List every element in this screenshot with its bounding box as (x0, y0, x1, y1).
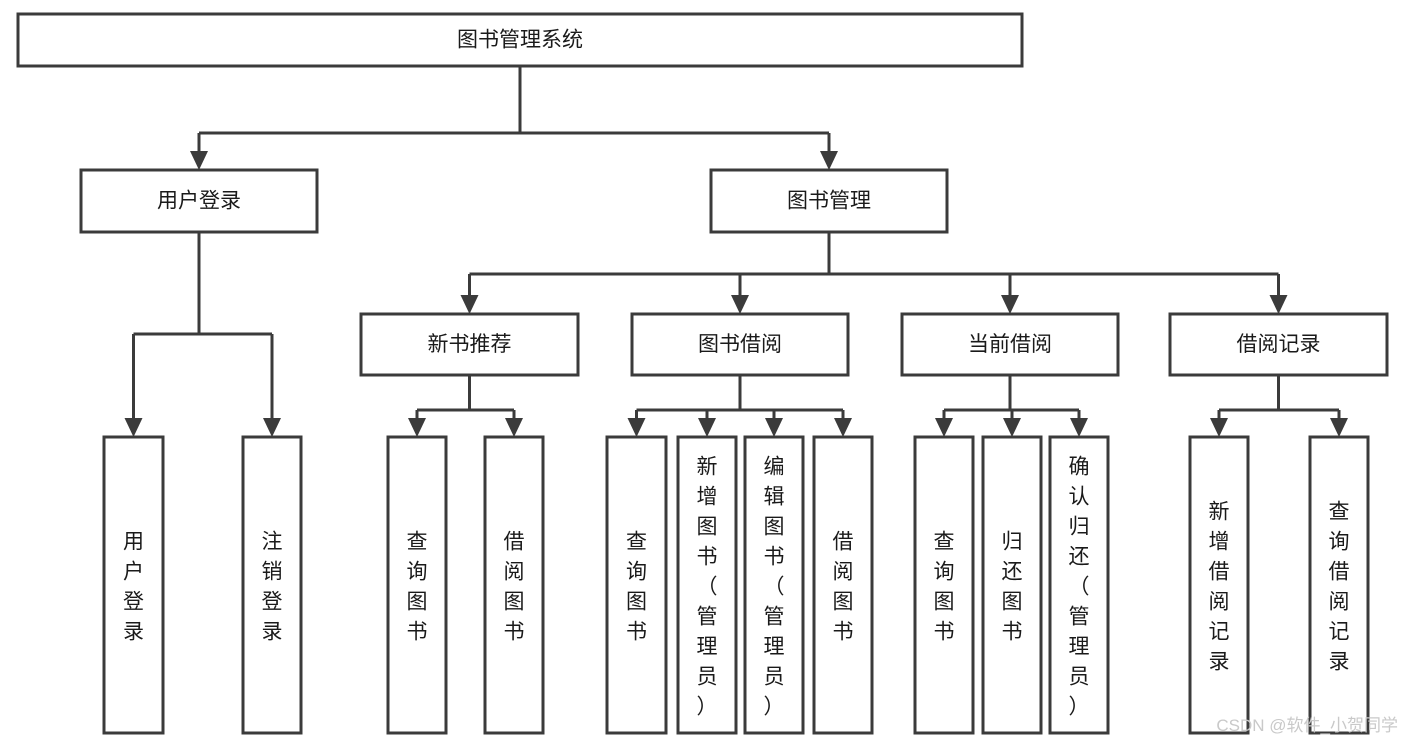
node-leaf-query-record[interactable]: 查询借阅记录 (1308, 435, 1370, 735)
node-leaf-add-book[interactable]: 新增图书（管理员） (676, 435, 738, 735)
node-label: 新增图书（管理员） (697, 455, 718, 718)
node-label: 当前借阅 (968, 333, 1052, 356)
node-label: 查询图书 (407, 530, 428, 643)
node-label: 借阅图书 (504, 530, 525, 643)
node-leaf-return-book[interactable]: 归还图书 (981, 435, 1043, 735)
csdn-watermark: CSDN @软件_小贺同学 (1216, 716, 1398, 735)
node-leaf-add-record[interactable]: 新增借阅记录 (1188, 435, 1250, 735)
node-label: 借阅图书 (833, 530, 854, 643)
node-label: 用户登录 (123, 530, 144, 643)
node-label: 确认归还（管理员） (1069, 455, 1090, 718)
node-label: 图书管理系统 (457, 29, 583, 52)
node-user-login[interactable]: 用户登录 (79, 168, 319, 234)
node-current-borrow[interactable]: 当前借阅 (900, 312, 1120, 377)
node-root[interactable]: 图书管理系统 (16, 12, 1024, 68)
node-leaf-query-book-2[interactable]: 查询图书 (605, 435, 668, 735)
node-label: 查询借阅记录 (1329, 500, 1350, 673)
node-book-manage[interactable]: 图书管理 (709, 168, 949, 234)
node-label: 查询图书 (934, 530, 955, 643)
node-leaf-borrow-book-1[interactable]: 借阅图书 (483, 435, 545, 735)
node-leaf-borrow-book-2[interactable]: 借阅图书 (812, 435, 874, 735)
node-label: 图书借阅 (698, 333, 782, 356)
node-leaf-edit-book[interactable]: 编辑图书（管理员） (743, 435, 805, 735)
node-leaf-logout[interactable]: 注销登录 (241, 435, 303, 735)
node-label: 用户登录 (157, 190, 241, 213)
node-leaf-query-book-3[interactable]: 查询图书 (913, 435, 975, 735)
connector-layer (124, 66, 1348, 437)
node-leaf-user-login[interactable]: 用户登录 (102, 435, 165, 735)
node-new-book-rec[interactable]: 新书推荐 (359, 312, 580, 377)
node-borrow-record[interactable]: 借阅记录 (1168, 312, 1389, 377)
node-label: 图书管理 (787, 190, 871, 213)
node-label: 新书推荐 (428, 333, 512, 356)
node-label: 查询图书 (626, 530, 647, 643)
node-label: 归还图书 (1002, 530, 1023, 643)
node-label: 新增借阅记录 (1209, 500, 1230, 673)
node-label: 借阅记录 (1237, 333, 1321, 356)
node-label: 注销登录 (262, 530, 283, 643)
node-leaf-confirm-return[interactable]: 确认归还（管理员） (1048, 435, 1110, 735)
node-leaf-query-book-1[interactable]: 查询图书 (386, 435, 448, 735)
node-layer: 图书管理系统用户登录图书管理新书推荐图书借阅当前借阅借阅记录用户登录注销登录查询… (16, 12, 1389, 735)
node-book-borrow[interactable]: 图书借阅 (630, 312, 850, 377)
node-label: 编辑图书（管理员） (764, 455, 785, 718)
